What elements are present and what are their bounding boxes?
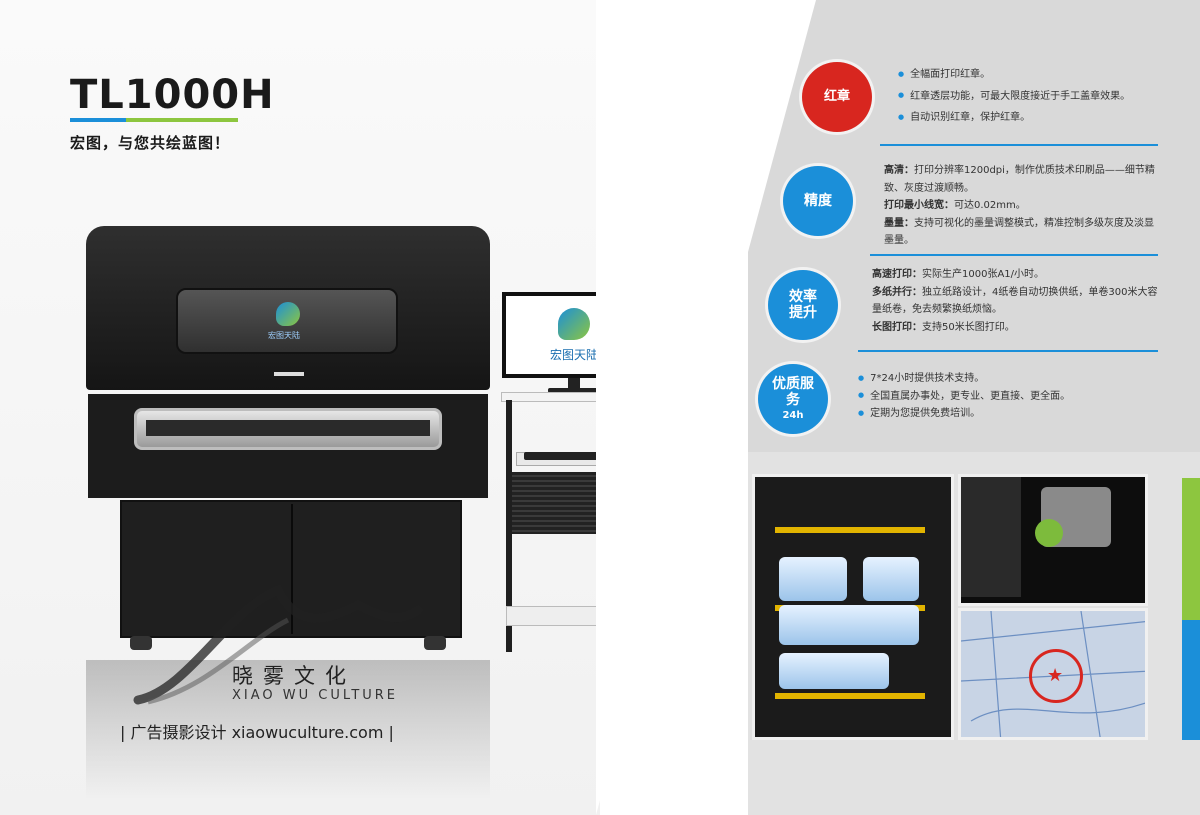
section-icon-label: 红章 [823, 88, 850, 104]
slogan: 宏图，与您共绘蓝图！ [70, 134, 231, 152]
item-label: 长图打印： [872, 321, 922, 333]
list-item: 定期为您提供免费培训。 [858, 405, 1148, 423]
list-item: 多纸并行：独立纸路设计，4纸卷自动切换供纸，单卷300米大容量纸卷，免去频繁换纸… [872, 284, 1160, 319]
title-underline-green [126, 118, 238, 122]
printer-image: 宏图天陆 [86, 226, 490, 650]
section-divider [880, 144, 1158, 146]
list-item: 高速打印：实际生产1000张A1/小时。 [872, 266, 1160, 284]
paper-rolls-photo [752, 474, 954, 740]
rail [775, 693, 925, 699]
item-text: 可达0.02mm。 [954, 200, 1026, 211]
item-label: 多纸并行： [872, 286, 922, 298]
item-text: 实际生产1000张A1/小时。 [922, 269, 1045, 280]
monitor-stand [568, 378, 580, 390]
stamp-print-photo: ★ [958, 608, 1148, 740]
paper-roll [779, 653, 889, 689]
model-name: TL1000H [70, 72, 275, 118]
monitor-logo-text: 宏图天陆 [549, 348, 598, 362]
printer-view-window: 宏图天陆 [176, 288, 398, 354]
title-underline-blue [70, 118, 126, 122]
list-item: 高清：打印分辨率1200dpi，制作优质技术印刷品——细节精致、灰度过渡顺畅。 [884, 162, 1160, 197]
rocket-icon: 效率提升 [768, 270, 838, 340]
list-item: 全幅面打印红章。 [898, 66, 1168, 84]
red-stamp-icon [1029, 649, 1083, 703]
item-text: 独立纸路设计，4纸卷自动切换供纸，单卷300米大容量纸卷，免去频繁换纸烦恼。 [872, 286, 1158, 316]
section-icon-label: 优质服务 [772, 376, 814, 409]
wheel-icon [424, 636, 446, 650]
magnifier-icon: 精度 [783, 166, 853, 236]
workstation-leg [506, 400, 512, 652]
item-text: 支持50米长图打印。 [922, 321, 1015, 333]
section-divider [858, 350, 1158, 352]
keyboard-icon [524, 452, 600, 460]
watermark-en: XIAO WU CULTURE [232, 688, 399, 703]
section-icon-label: 效率提升 [789, 288, 817, 321]
list-item: 自动识别红章，保护红章。 [898, 109, 1168, 127]
feature-list-stamp: 全幅面打印红章。 红章透层功能，可最大限度接近于手工盖章效果。 自动识别红章，保… [898, 66, 1168, 127]
edge-accent-green [1182, 478, 1200, 620]
item-label: 高速打印： [872, 269, 922, 280]
red-stamp-icon: 红章 [802, 62, 872, 132]
section-divider [870, 254, 1158, 256]
paper-roll [779, 557, 847, 601]
paper-roll [863, 557, 919, 601]
left-page: TL1000H 宏图，与您共绘蓝图！ 宏图天陆 宏图天陆 [0, 0, 651, 815]
feature-list-service: 7*24小时提供技术支持。 全国直属办事处，更专业、更直接、更全面。 定期为您提… [858, 370, 1148, 423]
item-label: 高清： [884, 165, 914, 176]
item-label: 墨量： [884, 217, 914, 229]
printer-slot [274, 372, 304, 376]
brand-logo-icon [276, 302, 300, 326]
edge-accent-blue [1182, 620, 1200, 740]
rail [775, 527, 925, 533]
list-item: 全国直属办事处，更专业、更直接、更全面。 [858, 388, 1148, 406]
brand-logo-icon [558, 308, 590, 340]
item-text: 支持可视化的墨量调整模式，精准控制多级灰度及淡显墨量。 [884, 217, 1154, 247]
section-icon-label: 精度 [804, 192, 832, 209]
cabinet-door-split [291, 504, 293, 634]
list-item: 长图打印：支持50米长图打印。 [872, 319, 1160, 337]
monitor-base [548, 388, 600, 393]
green-wheel [1035, 519, 1063, 547]
item-text: 打印分辨率1200dpi，制作优质技术印刷品——细节精致、灰度过渡顺畅。 [884, 165, 1155, 194]
feature-list-efficiency: 高速打印：实际生产1000张A1/小时。 多纸并行：独立纸路设计，4纸卷自动切换… [872, 266, 1160, 336]
feature-list-precision: 高清：打印分辨率1200dpi，制作优质技术印刷品——细节精致、灰度过渡顺畅。 … [884, 162, 1160, 250]
wheel-icon [130, 636, 152, 650]
service-icon-content: 优质服务 24h [771, 376, 815, 422]
star-icon: ★ [1047, 665, 1064, 686]
list-item: 墨量：支持可视化的墨量调整模式，精准控制多级灰度及淡显墨量。 [884, 215, 1160, 250]
watermark-tagline: | 广告摄影设计 xiaowuculture.com | [120, 723, 394, 742]
item-label: 打印最小线宽： [884, 200, 954, 211]
machine-logo-text: 宏图天陆 [268, 331, 300, 340]
list-item: 7*24小时提供技术支持。 [858, 370, 1148, 388]
side-rail [961, 477, 1021, 597]
print-head-photo [958, 474, 1148, 606]
paper-roll [779, 605, 919, 645]
output-tray-slot [146, 420, 430, 436]
list-item: 红章透层功能，可最大限度接近于手工盖章效果。 [898, 88, 1168, 106]
section-icon-sub: 24h [782, 410, 804, 422]
watermark-cn: 晓雾文化 [232, 664, 356, 688]
list-item: 打印最小线宽：可达0.02mm。 [884, 197, 1160, 215]
watermark-brush-logo-icon [133, 584, 423, 705]
floor-reflection [86, 660, 490, 815]
service-24h-icon: 优质服务 24h [758, 364, 828, 434]
